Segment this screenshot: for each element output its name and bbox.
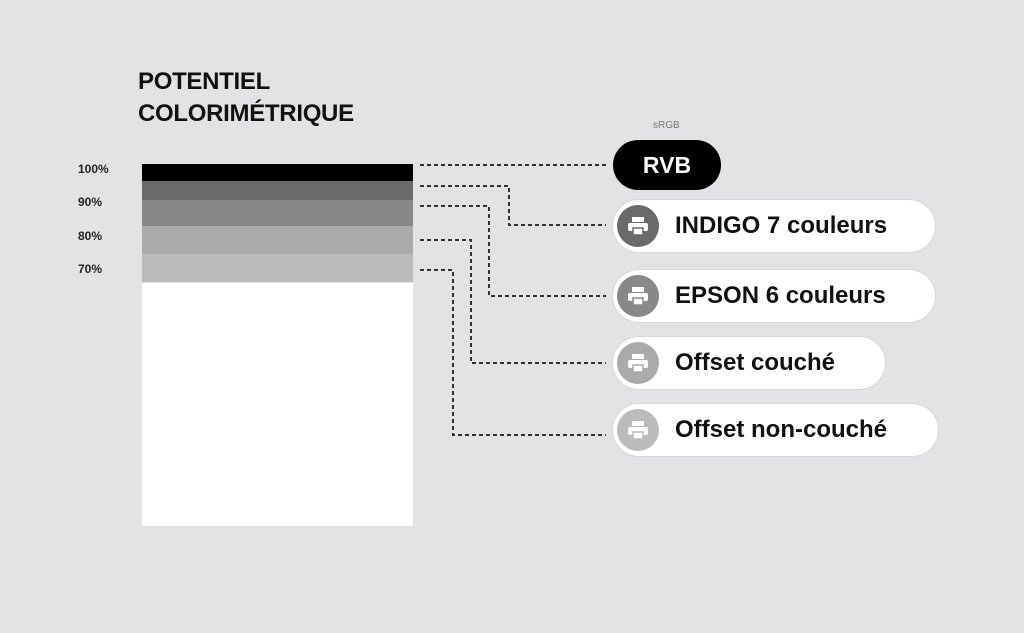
rvb-label: RVB [642,151,692,178]
band-offset-non-couche [142,254,413,282]
output-label: Offset couché [675,349,836,376]
output-label: Offset non-couché [675,416,888,443]
printer-icon [617,409,659,451]
diagram-title: POTENTIEL COLORIMÉTRIQUE [138,66,354,130]
connector-indigo [420,185,606,226]
band-empty [142,283,413,526]
printer-icon [617,275,659,317]
output-offset-couche: Offset couché [613,337,885,389]
output-label: EPSON 6 couleurs [675,282,886,309]
connector-epson [420,205,606,297]
connector-offset-couche [420,239,606,364]
level-label: 70% [78,262,103,276]
output-indigo: INDIGO 7 couleurs [613,200,935,252]
level-label: 90% [78,195,103,209]
connector-offset-non-couche [420,269,606,436]
printer-icon [617,342,659,384]
output-offset-non-couche: Offset non-couché [613,404,938,456]
srgb-caption: sRGB [653,120,680,131]
band-indigo [142,181,413,200]
printer-icon [617,205,659,247]
output-label: INDIGO 7 couleurs [675,212,888,239]
band-epson [142,200,413,226]
title-line-2: COLORIMÉTRIQUE [138,100,354,127]
level-label: 80% [78,229,103,243]
title-line-1: POTENTIEL [138,68,270,95]
band-rvb [142,164,413,181]
output-epson: EPSON 6 couleurs [613,270,935,322]
level-label: 100% [78,162,109,176]
rvb-badge: RVB [613,140,721,190]
band-offset-couche [142,226,413,254]
